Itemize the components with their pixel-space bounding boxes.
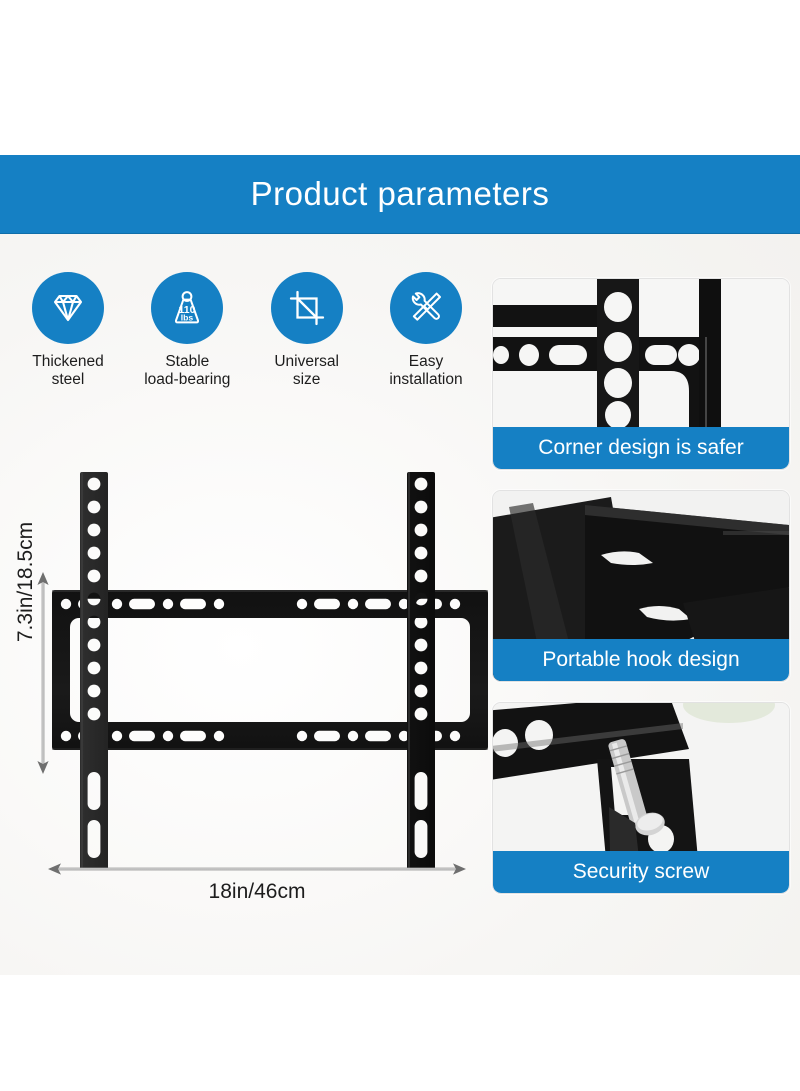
feature-icon-badge [32,272,104,344]
weight-value-text: 110 [179,304,196,316]
feature-item-load-bearing: 110 lbs Stable load-bearing [131,272,243,390]
feature-label: Stable load-bearing [144,353,231,389]
tv-mount-bracket-image [52,472,488,870]
feature-list: Thickened steel 110 lbs Stable load-bear… [12,272,482,390]
feature-label: Easy installation [389,353,463,389]
page-title: Product parameters [250,175,550,212]
feature-item-easy-installation: Easy installation [370,272,482,390]
header-banner: Product parameters [0,155,800,233]
detail-panel-hook-design: Portable hook design [492,490,790,682]
detail-panel-corner-design: Corner design is safer [492,278,790,470]
detail-panel-security-screw: Security screw [492,702,790,894]
weight-unit-text: lbs [181,313,194,323]
height-dimension-arrow [36,572,50,774]
detail-panel-label: Portable hook design [493,639,789,681]
feature-label: Universal size [274,353,339,389]
bracket-right-vertical-rail [52,472,488,870]
detail-panel-label: Security screw [493,851,789,893]
diamond-icon [45,285,91,331]
feature-icon-badge [270,272,343,344]
feature-item-universal-size: Universal size [251,272,363,390]
feature-icon-badge: 110 lbs [151,272,224,344]
detail-panel-label: Corner design is safer [493,427,789,469]
crop-frame-icon [284,285,330,331]
feature-label: Thickened steel [32,353,104,389]
wrench-screwdriver-icon [403,285,449,331]
feature-item-thickened-steel: Thickened steel [12,272,124,390]
weight-110lbs-icon: 110 lbs [164,285,210,331]
height-dimension-label: 7.3in/18.5cm [14,521,37,643]
width-dimension-label: 18in/46cm [208,880,306,903]
feature-icon-badge [389,272,462,344]
detail-panel-list: Corner design is safer [492,278,790,914]
width-dimension-arrow [48,862,466,876]
